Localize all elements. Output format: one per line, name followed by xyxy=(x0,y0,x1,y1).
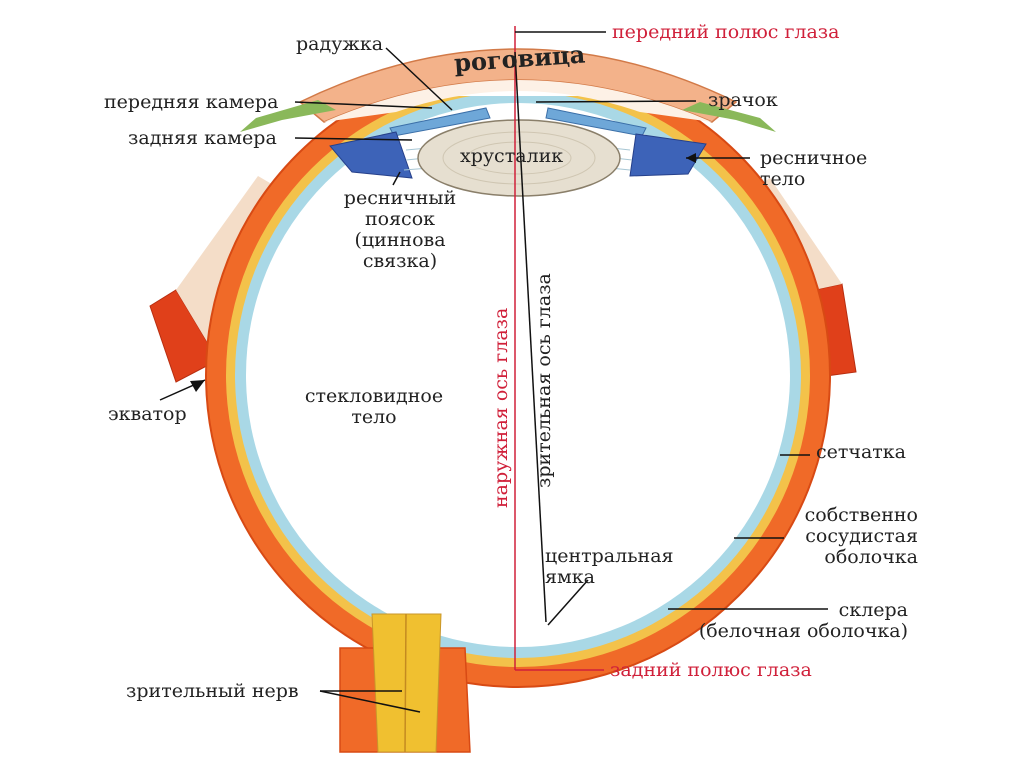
ciliary-line-2: тело xyxy=(760,168,806,190)
label-sclera: склера (белочная оболочка) xyxy=(672,600,908,642)
leader-iris xyxy=(385,47,453,111)
visual-axis-line xyxy=(514,51,547,623)
arrow-ciliary-body xyxy=(686,153,696,163)
label-anterior-pole: передний полюс глаза xyxy=(612,21,840,43)
label-anterior-chamber: передняя камера xyxy=(104,91,279,113)
lens-ring xyxy=(466,141,572,175)
label-equator: экватор xyxy=(108,403,187,425)
label-cornea: роговица xyxy=(453,39,587,78)
label-iris: радужка xyxy=(296,33,384,55)
leader-posterior-chamber xyxy=(294,137,413,141)
label-ciliary-zonule: ресничный поясок (циннова связка) xyxy=(330,188,470,272)
choroid-line-3: оболочка xyxy=(824,546,918,568)
label-pupil: зрачок xyxy=(708,89,778,111)
conjunctiva-left xyxy=(240,100,336,132)
leader-zonule xyxy=(392,171,401,186)
ciliary-body-right xyxy=(629,133,707,177)
leader-anterior-chamber xyxy=(294,101,433,109)
leader-pupil xyxy=(535,100,697,103)
vitreous-body xyxy=(246,103,790,647)
ciliary-line-1: ресничное xyxy=(760,147,868,169)
anterior-chamber xyxy=(324,80,712,122)
sclera-line-2: (белочная оболочка) xyxy=(698,620,908,642)
zonule-line-3: (циннова xyxy=(354,229,446,251)
label-ciliary-body: ресничное тело xyxy=(760,148,867,190)
label-visual-axis: зрительная ось глаза xyxy=(533,273,555,488)
fovea-line-1: центральная xyxy=(545,545,674,567)
leader-optic-nerve-2 xyxy=(319,690,421,713)
label-posterior-pole: задний полюс глаза xyxy=(610,659,812,681)
sclera-line-1: склера xyxy=(838,599,908,621)
zonule-line-4: связка) xyxy=(362,250,438,272)
label-retina: сетчатка xyxy=(816,441,906,463)
leader-fovea xyxy=(547,579,589,626)
label-posterior-chamber: задняя камера xyxy=(128,127,277,149)
label-fovea: центральная ямка xyxy=(545,546,674,588)
conjunctiva-right xyxy=(682,102,776,132)
vitreous-line-1: стекловидное xyxy=(304,385,444,407)
label-choroid: собственно сосудистая оболочка xyxy=(790,505,918,568)
choroid-line-2: сосудистая xyxy=(805,525,918,547)
label-external-axis: наружная ось глаза xyxy=(490,307,512,508)
arrow-equator xyxy=(190,380,205,392)
ciliary-body-left xyxy=(329,131,413,179)
choroid-line-1: собственно xyxy=(804,504,918,526)
optic-nerve-core xyxy=(371,613,442,753)
zonule-line-1: ресничный xyxy=(343,187,457,209)
label-lens: хрусталик xyxy=(460,145,564,167)
label-vitreous-body: стекловидное тело xyxy=(282,386,466,428)
leader-lines xyxy=(159,31,828,713)
fovea-line-2: ямка xyxy=(545,566,595,588)
optic-nerve-divide xyxy=(404,613,407,753)
label-optic-nerve: зрительный нерв xyxy=(126,680,299,702)
vitreous-line-2: тело xyxy=(351,406,397,428)
zonule-line-2: поясок xyxy=(364,208,436,230)
